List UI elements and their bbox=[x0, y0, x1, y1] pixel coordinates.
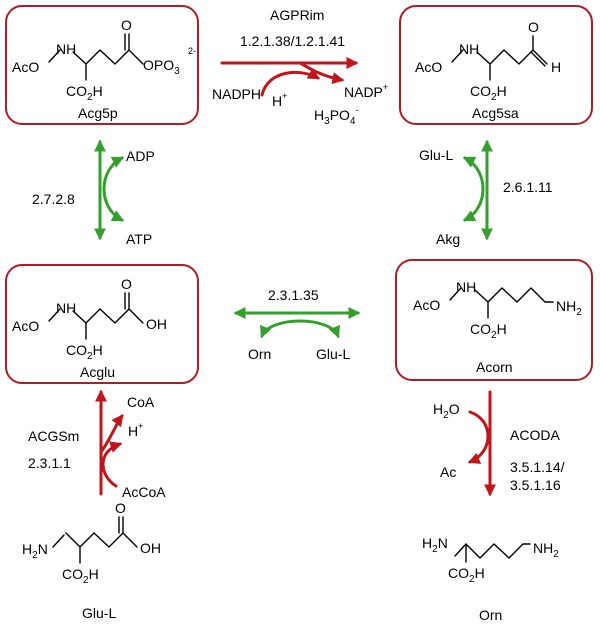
reaction-acoda: H2O Ac ACODA 3.5.1.14/ 3.5.1.16 bbox=[433, 390, 565, 497]
reaction-ec: 2.6.1.11 bbox=[503, 179, 553, 195]
compound-glu-l: H2N O OH CO2H Glu-L bbox=[22, 500, 161, 621]
cofactor-atp: ATP bbox=[126, 231, 152, 247]
atom-co2h: CO2H bbox=[448, 565, 485, 585]
structure-bonds bbox=[449, 287, 554, 319]
atom-nh2: NH2 bbox=[556, 298, 582, 318]
structure-bonds bbox=[454, 543, 531, 563]
atom-aco: AcO bbox=[413, 297, 440, 313]
compound-box bbox=[5, 5, 199, 125]
atom-co2h: CO2H bbox=[66, 83, 103, 103]
compound-box bbox=[399, 5, 593, 125]
atom-aco: AcO bbox=[12, 318, 39, 334]
cofactor-arrow bbox=[467, 410, 490, 464]
atom-o: O bbox=[121, 276, 132, 292]
compound-box bbox=[5, 264, 199, 384]
cofactor-adp: ADP bbox=[126, 148, 155, 164]
reaction-2-7-2-8: 2.7.2.8 ADP ATP bbox=[32, 139, 155, 247]
reaction-acgsm: ACGSm 2.3.1.1 CoA H+ AcCoA bbox=[28, 389, 166, 500]
reaction-ec: 1.2.1.38/1.2.1.41 bbox=[240, 33, 345, 49]
reaction-name: ACODA bbox=[510, 427, 560, 443]
cofactor-glu-l: Glu-L bbox=[419, 147, 453, 163]
cofactor-orn: Orn bbox=[248, 346, 271, 362]
compound-acglu: AcO NH O OH CO2H Acglu bbox=[5, 264, 199, 384]
compound-acorn: AcO NH NH2 CO2H Acorn bbox=[395, 259, 593, 381]
atom-oh: OH bbox=[140, 540, 161, 556]
atom-nh2: NH2 bbox=[533, 540, 559, 560]
cofactor-nadph: NADPH bbox=[212, 86, 261, 102]
structure-bonds bbox=[48, 292, 144, 340]
reaction-ec: 2.3.1.1 bbox=[28, 455, 71, 471]
atom-oh: OH bbox=[146, 316, 167, 332]
cofactor-arrow bbox=[102, 156, 125, 222]
cofactor-ac: Ac bbox=[440, 464, 456, 480]
atom-o: O bbox=[528, 19, 539, 35]
structure-bonds bbox=[52, 516, 138, 564]
cofactor-accoa: AcCoA bbox=[122, 484, 166, 500]
atom-o: O bbox=[121, 17, 132, 33]
compound-label-acg5p: Acg5p bbox=[78, 105, 118, 121]
atom-h2n: H2N bbox=[422, 535, 448, 555]
cofactor-arrow-out bbox=[99, 414, 124, 454]
cofactor-nadp: NADP+ bbox=[344, 82, 388, 100]
atom-aco: AcO bbox=[12, 59, 39, 75]
cofactor-arrow-in bbox=[260, 68, 321, 97]
atom-co2h: CO2H bbox=[66, 342, 103, 362]
atom-nh: NH bbox=[459, 41, 479, 57]
atom-aco: AcO bbox=[415, 59, 442, 75]
cofactor-arrow bbox=[260, 319, 340, 339]
cofactor-arrow-in bbox=[101, 441, 123, 488]
atom-h: H bbox=[551, 59, 561, 75]
structure-bonds bbox=[48, 33, 144, 81]
atom-co2h: CO2H bbox=[62, 566, 99, 586]
atom-nh: NH bbox=[56, 300, 76, 316]
compound-acg5sa: AcO NH O H CO2H Acg5sa bbox=[399, 5, 593, 125]
reaction-2-3-1-35: 2.3.1.35 Orn Glu-L bbox=[233, 287, 361, 362]
compound-label-acorn: Acorn bbox=[476, 359, 513, 375]
cofactor-arrow bbox=[462, 156, 485, 222]
cofactor-h: H+ bbox=[128, 421, 143, 439]
compound-orn: H2N NH2 CO2H Orn bbox=[422, 535, 559, 623]
atom-nh: NH bbox=[56, 41, 76, 57]
compound-label-orn: Orn bbox=[479, 607, 502, 623]
atom-nh: NH bbox=[456, 279, 476, 295]
reaction-ec-2: 3.5.1.16 bbox=[510, 477, 561, 493]
structure-bonds bbox=[451, 35, 548, 81]
reaction-name: ACGSm bbox=[28, 428, 79, 444]
compound-label-acglu: Acglu bbox=[80, 364, 115, 380]
reaction-agprim: AGPRim 1.2.1.38/1.2.1.41 NADPH H+ NADP+ … bbox=[212, 7, 388, 127]
atom-co2h: CO2H bbox=[470, 321, 507, 341]
compound-label-glu-l: Glu-L bbox=[82, 605, 116, 621]
atom-charge: 2- bbox=[188, 46, 196, 56]
cofactor-h2o: H2O bbox=[433, 401, 460, 421]
compound-label-acg5sa: Acg5sa bbox=[472, 105, 519, 121]
cofactor-akg: Akg bbox=[436, 231, 460, 247]
compound-acg5p: AcO NH O OPO3 2- CO2H Acg5p bbox=[5, 5, 199, 125]
atom-h2n: H2N bbox=[22, 541, 48, 561]
cofactor-h: H+ bbox=[272, 91, 287, 109]
atom-co2h: CO2H bbox=[470, 83, 507, 103]
cofactor-arrow-out bbox=[298, 61, 345, 84]
reaction-ec: 3.5.1.14/ bbox=[510, 459, 565, 475]
cofactor-h3po4: H3PO4- bbox=[314, 105, 358, 127]
cofactor-glu-l: Glu-L bbox=[316, 346, 350, 362]
atom-o: O bbox=[115, 500, 126, 516]
reaction-ec: 2.7.2.8 bbox=[32, 191, 75, 207]
atom-opo3: OPO3 bbox=[143, 57, 180, 77]
compound-box bbox=[395, 259, 593, 381]
cofactor-coa: CoA bbox=[127, 394, 155, 410]
reaction-name: AGPRim bbox=[270, 7, 324, 23]
reaction-ec: 2.3.1.35 bbox=[268, 287, 319, 303]
reaction-2-6-1-11: 2.6.1.11 Glu-L Akg bbox=[419, 139, 553, 247]
